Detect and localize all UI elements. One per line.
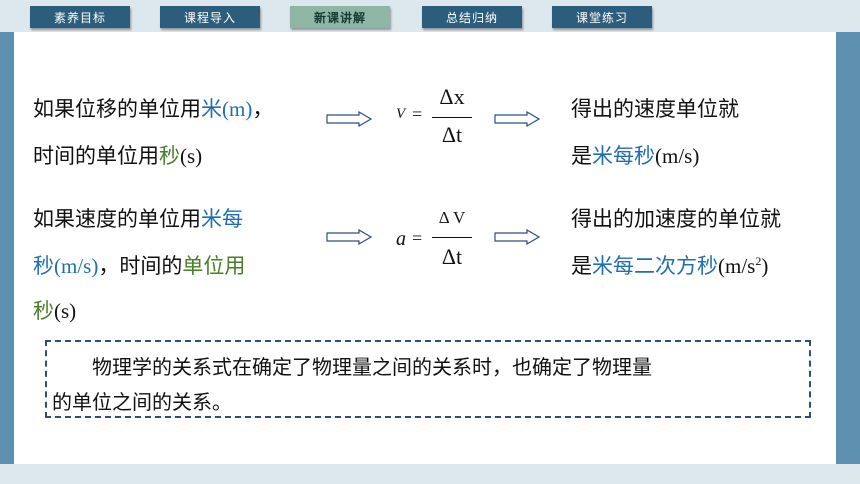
row2-formula-denominator: Δt <box>441 244 463 269</box>
row2-line3-unit-symbol: (s) <box>54 299 77 323</box>
row2-result-line1: 得出的加速度的单位就 <box>571 207 781 231</box>
row1-line1: 如果位移的单位用米(m)， <box>33 93 273 123</box>
row2-line2-unit: 秒 <box>33 254 54 278</box>
tab-xinke-jiangjie[interactable]: 新课讲解 <box>290 6 390 28</box>
conclusion-note-box <box>45 340 811 418</box>
row1-unit-second: 秒 <box>159 144 180 168</box>
row1-unit-second-symbol: (s) <box>180 144 203 168</box>
row2-result-unit-superscript: 2 <box>755 254 762 268</box>
top-nav-bar: 素养目标 课程导入 新课讲解 总结归纳 课堂练习 <box>0 0 860 32</box>
row2-formula-lhs: a <box>396 228 406 250</box>
bottom-bar <box>0 464 860 484</box>
row1-velocity-formula: V = Δx Δt <box>392 84 482 154</box>
row2-line1-text: 如果速度的单位用 <box>33 207 201 231</box>
row2-line2: 秒(m/s)，时间的单位用 <box>33 250 245 280</box>
row1-right-arrow-icon <box>494 111 540 127</box>
row1-formula-bar <box>432 117 472 118</box>
row1-result-line2: 是米每秒(m/s) <box>571 140 699 170</box>
row2-right-arrow-icon <box>494 229 540 245</box>
row1-formula-eq: = <box>412 104 423 124</box>
row1-unit-meter-symbol: (m) <box>222 97 253 121</box>
row2-line2-green: 单位用 <box>182 254 246 278</box>
row2-result-unit-close: ) <box>761 254 769 278</box>
row1-text-a: 如果位移的单位用 <box>33 97 201 121</box>
tab-ketang-lianxi[interactable]: 课堂练习 <box>552 6 652 28</box>
row1-result-prefix: 是 <box>571 144 592 168</box>
row2-line2-unit-symbol: (m/s) <box>54 254 99 278</box>
row2-result-line2: 是米每二次方秒(m/s2) <box>571 250 768 280</box>
row1-formula-denominator: Δt <box>441 122 463 147</box>
row2-line1-unit: 米每 <box>201 207 243 231</box>
content-panel <box>14 32 836 464</box>
row2-line2-text: ，时间的 <box>98 254 183 278</box>
row1-result-unit: 米每秒 <box>592 144 655 168</box>
row2-left-arrow-icon <box>326 229 372 245</box>
row1-comma: ， <box>252 97 274 121</box>
row1-left-arrow-icon <box>326 111 372 127</box>
row2-formula-eq: = <box>412 228 423 248</box>
note-line1: 物理学的关系式在确定了物理量之间的关系时，也确定了物理量 <box>92 355 652 379</box>
row1-line2: 时间的单位用秒(s) <box>33 140 202 170</box>
row1-formula-numerator: Δx <box>439 84 465 109</box>
row2-result-prefix: 是 <box>571 254 592 278</box>
row2-result-unit-symbol: (m/s <box>718 254 756 278</box>
tab-zongjie-guina[interactable]: 总结归纳 <box>422 6 522 28</box>
row2-line3: 秒(s) <box>33 295 76 325</box>
row1-formula-lhs: V <box>396 106 406 122</box>
row2-formula-bar <box>432 237 472 238</box>
tab-kecheng-daoru[interactable]: 课程导入 <box>160 6 260 28</box>
row2-line1: 如果速度的单位用米每 <box>33 203 243 233</box>
row1-result-line1: 得出的速度单位就 <box>571 97 739 121</box>
row2-result-unit: 米每二次方秒 <box>592 254 718 278</box>
row2-acceleration-formula: a = Δ V Δt <box>392 208 482 278</box>
row1-unit-meter: 米 <box>201 97 222 121</box>
row2-line3-unit: 秒 <box>33 299 54 323</box>
right-border-stripe <box>836 32 860 464</box>
tab-suyang-mubiao[interactable]: 素养目标 <box>30 6 130 28</box>
row1-text-b: 时间的单位用 <box>33 144 159 168</box>
note-line2: 的单位之间的关系。 <box>52 390 232 414</box>
row2-formula-numerator: Δ V <box>438 208 466 227</box>
left-border-stripe <box>0 32 14 464</box>
row1-result-unit-symbol: (m/s) <box>655 144 700 168</box>
